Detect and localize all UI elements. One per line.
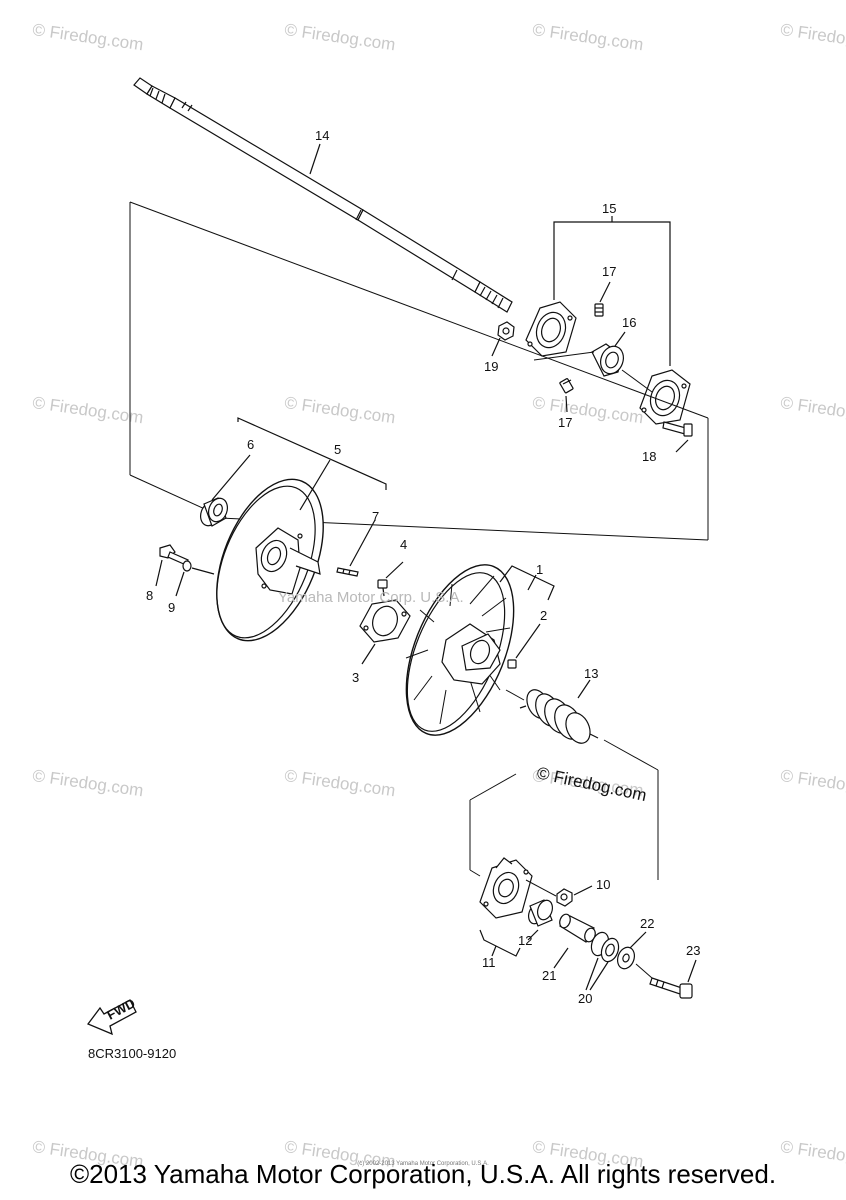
fwd-arrow-icon: [86, 999, 137, 1036]
callout-10: 10: [596, 877, 610, 892]
sliding-sheave-1: [405, 564, 515, 736]
grease-nipple-17-top: [594, 303, 604, 317]
callout-4: 4: [400, 537, 407, 552]
callout-14: 14: [315, 128, 329, 143]
sleeve-21: [559, 913, 596, 943]
bolt-18: [662, 421, 693, 437]
callout-21: 21: [542, 968, 556, 983]
callout-7: 7: [372, 509, 379, 524]
screw-4: [377, 579, 388, 597]
callout-6: 6: [247, 437, 254, 452]
grease-nipple-17-bottom: [559, 378, 574, 394]
shaft-14: [133, 77, 513, 313]
nut-19: [497, 321, 515, 341]
callout-15: 15: [602, 201, 616, 216]
callout-13: 13: [584, 666, 598, 681]
flange-housing-right: [639, 369, 691, 425]
nut-10: [556, 888, 573, 907]
callout-3: 3: [352, 670, 359, 685]
firedog-logo: © Firedog.com: [535, 763, 648, 805]
part-code: 8CR3100-9120: [88, 1046, 177, 1061]
washer-22: [616, 946, 636, 970]
bearing-16: [591, 343, 624, 377]
callout-20: 20: [578, 991, 592, 1006]
screw-2: [507, 659, 517, 669]
callout-19: 19: [484, 359, 498, 374]
spring-13: [519, 689, 599, 744]
callout-2: 2: [540, 608, 547, 623]
callout-labels: 1 2 3 4 5 6 7 8 9 10 11 12 13 14 15 16 1…: [146, 128, 700, 1006]
fine-print: (c) 2002-2013 Yamaha Motor Corporation, …: [357, 1161, 489, 1167]
center-watermark: Yamaha Motor Corp. U.S.A.: [278, 589, 464, 606]
callout-5: 5: [334, 442, 341, 457]
callout-12: 12: [518, 933, 532, 948]
callout-22: 22: [640, 916, 654, 931]
washer-9: [182, 560, 192, 572]
callout-9: 9: [168, 600, 175, 615]
callout-8: 8: [146, 588, 153, 603]
bushing-20: [590, 931, 620, 963]
callout-23: 23: [686, 943, 700, 958]
bolt-23: [649, 977, 693, 999]
callout-11: 11: [482, 955, 496, 970]
fixed-sheave-5: [216, 478, 324, 642]
cam-11: [479, 857, 533, 919]
oil-seal-6: [199, 497, 229, 527]
callout-17-top: 17: [602, 264, 616, 279]
callout-1: 1: [536, 562, 543, 577]
pin-7: [336, 567, 359, 577]
copyright-footer: ©2013 Yamaha Motor Corporation, U.S.A. A…: [69, 1159, 777, 1189]
callout-16: 16: [622, 315, 636, 330]
spacer-plate-3: [359, 599, 411, 643]
flange-housing-left: [525, 301, 577, 357]
collar-12: [527, 899, 554, 927]
callout-18: 18: [642, 449, 656, 464]
callout-17-bottom: 17: [558, 415, 572, 430]
